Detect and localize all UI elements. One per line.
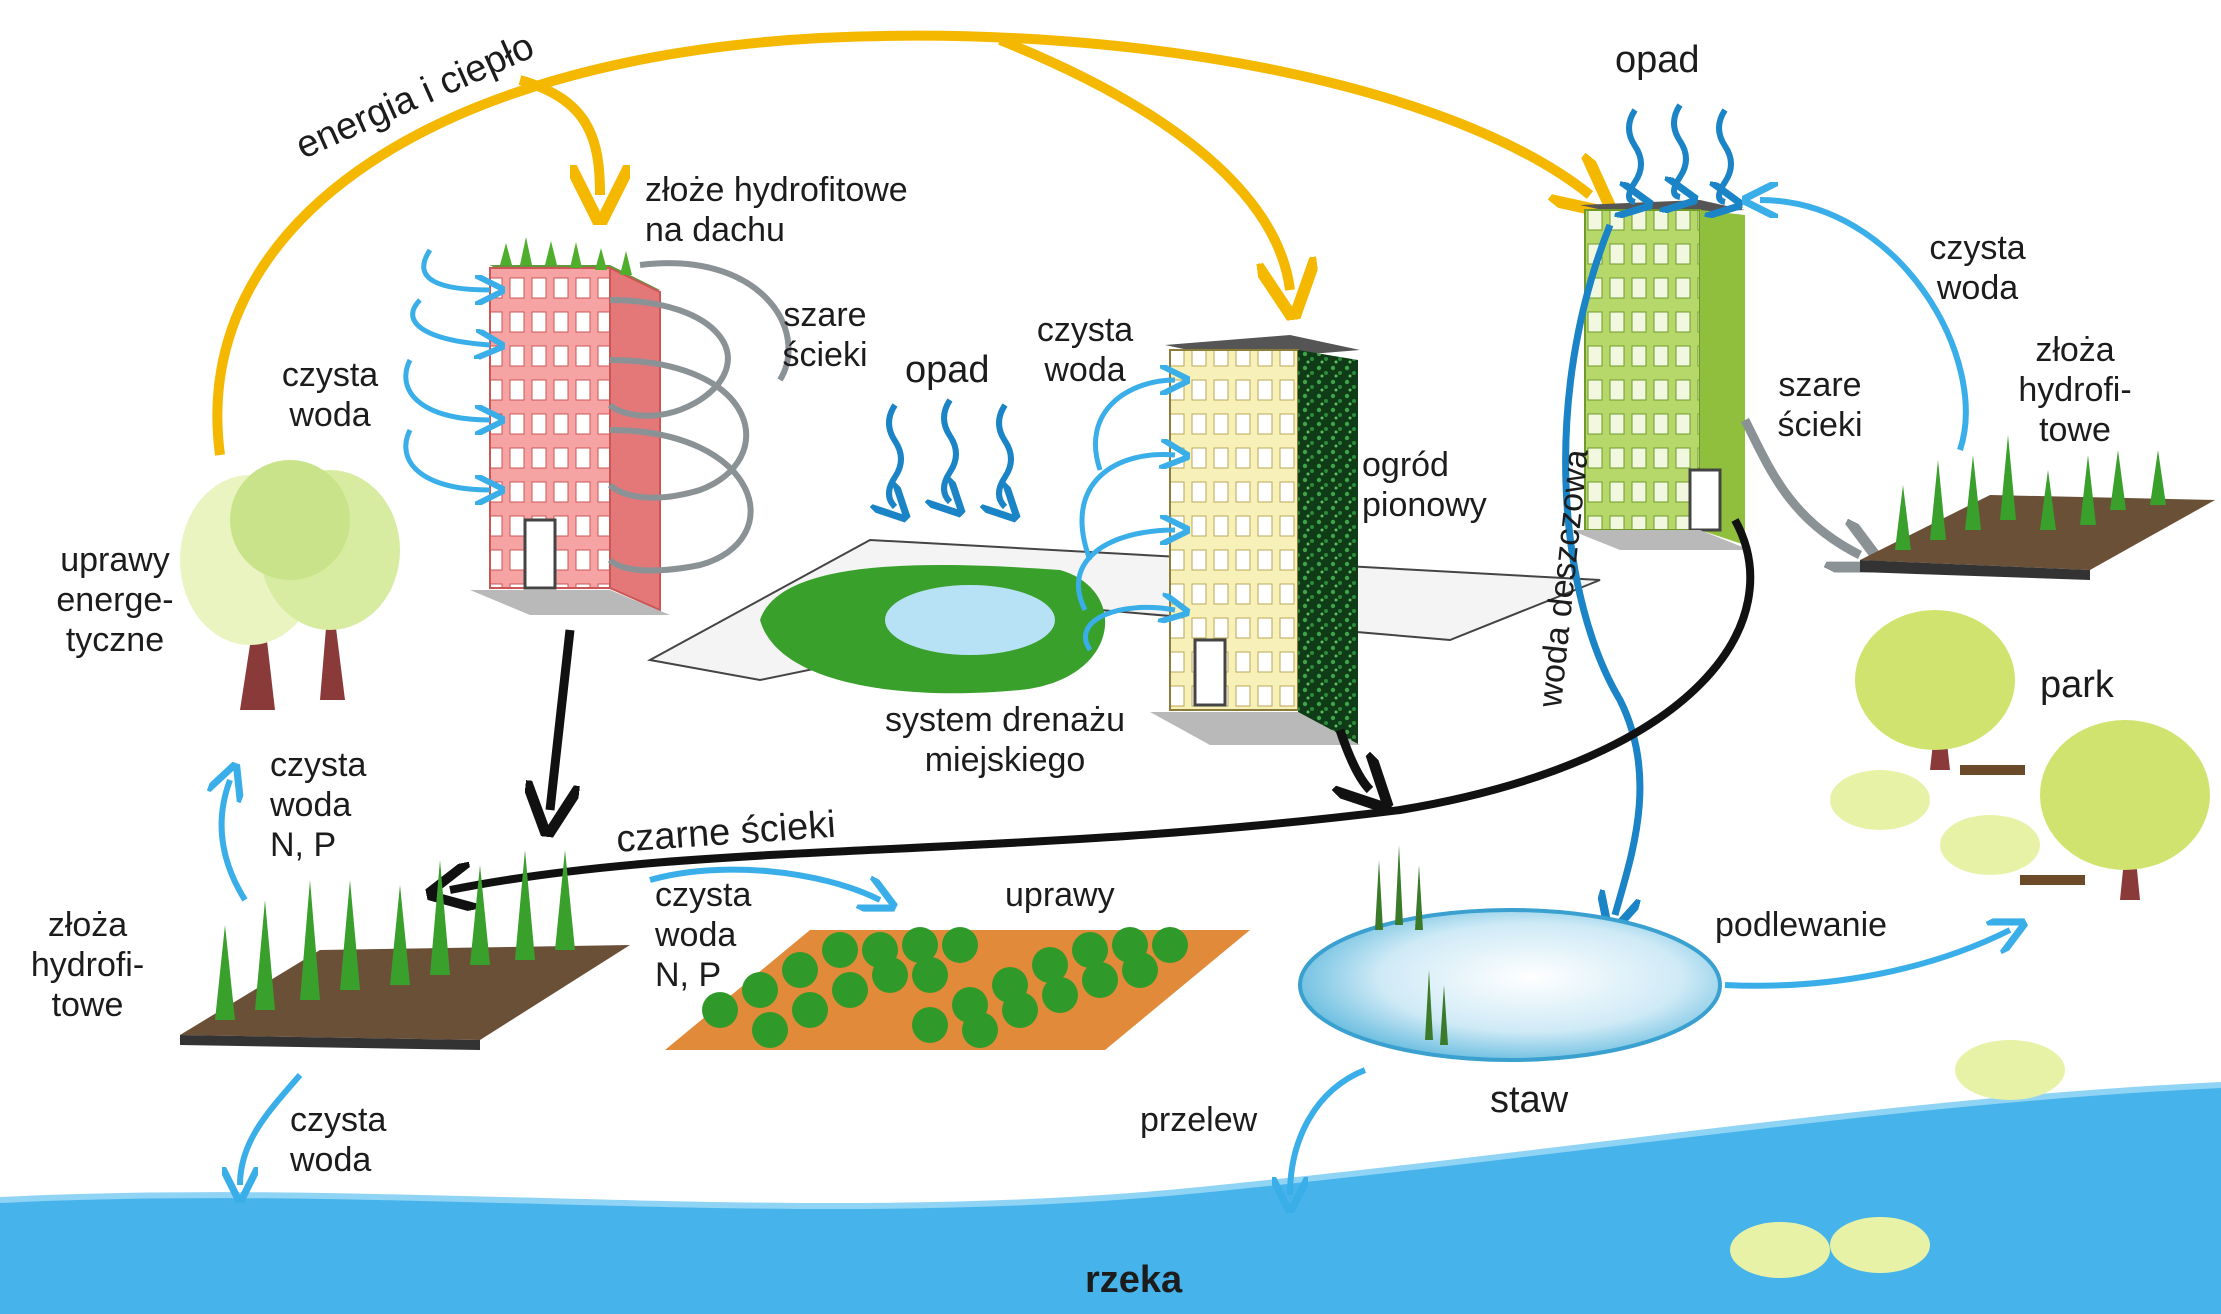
label-pond: staw <box>1490 1079 1569 1121</box>
overflow-arrow <box>1290 1067 1367 1195</box>
black-water-arrow-red <box>550 629 570 810</box>
clean-water-arrow-up-left <box>222 780 248 902</box>
label-roof-wetland: złoże hydrofitowe na dachu <box>645 171 908 249</box>
label-vertical-garden: ogród pionowy <box>1362 446 1487 524</box>
clean-water-arrows-yellow <box>1076 380 1175 652</box>
rainwater-arrow <box>1562 223 1644 915</box>
label-clean-water-np-left: czysta woda N, P <box>270 746 367 864</box>
label-clean-water-bottom: czysta woda <box>290 1101 387 1179</box>
green-building <box>1570 200 1750 550</box>
watering-arrow <box>1724 930 2010 989</box>
clean-water-arrow-right <box>1760 200 1969 451</box>
crop-fields <box>665 927 1250 1050</box>
label-watering: podlewanie <box>1715 906 1888 944</box>
grey-water-loops <box>607 260 792 574</box>
rain-drops-right <box>1629 103 1731 202</box>
label-clean-water-np-crops: czysta woda N, P <box>655 876 752 994</box>
drainage-system <box>647 538 1601 694</box>
left-wetland <box>180 850 630 1050</box>
grey-water-arrow-right <box>1740 417 1860 555</box>
label-clean-water-middle: czysta woda <box>1036 311 1134 389</box>
label-wetland-right: złoża hydrofi- towe <box>2018 331 2132 449</box>
black-water-main <box>450 518 1755 890</box>
rain-drops-middle <box>889 398 1011 507</box>
black-water-arrow-yellow <box>1340 728 1370 790</box>
label-rain-middle: opad <box>905 349 990 391</box>
label-drainage-system: system drenażu miejskiego <box>885 701 1125 779</box>
energy-arrow-yellow-building <box>998 35 1290 290</box>
right-wetland <box>1860 435 2215 580</box>
label-river: rzeka <box>1085 1259 1183 1301</box>
label-energy-crops: uprawy energe- tyczne <box>56 541 174 659</box>
clean-water-arrow-crops <box>649 866 880 900</box>
label-grey-water-right: szare ścieki <box>1777 366 1863 444</box>
energy-crops-trees <box>180 460 400 710</box>
clean-water-arrow-down-left <box>240 1073 303 1185</box>
river-highlight <box>0 1082 2221 1210</box>
label-grey-water-left: szare ścieki <box>782 296 868 374</box>
energy-arrow-red-building <box>518 75 600 195</box>
yellow-building-vertical-garden <box>1150 335 1360 745</box>
energy-heat-arrow <box>212 30 1590 456</box>
pond <box>1298 845 1722 1062</box>
label-overflow: przelew <box>1140 1101 1258 1139</box>
label-wetland-left: złoża hydrofi- towe <box>30 906 145 1024</box>
label-clean-water-left: czysta woda <box>281 356 379 434</box>
clean-water-arrows-red <box>403 248 490 490</box>
label-clean-water-right: czysta woda <box>1929 229 2026 307</box>
label-rain-right: opad <box>1615 39 1700 81</box>
red-building-roof-wetland <box>470 237 670 615</box>
label-crops: uprawy <box>1005 876 1115 914</box>
park-trees <box>1730 610 2210 1278</box>
label-park: park <box>2040 664 2114 706</box>
